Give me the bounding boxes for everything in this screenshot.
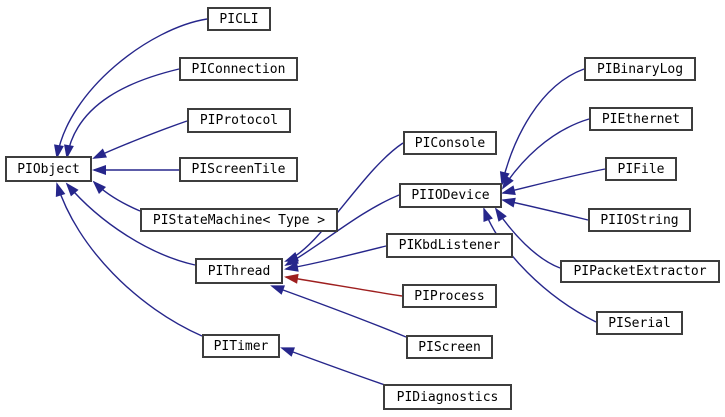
node-piconnection[interactable]: PIConnection <box>179 57 298 81</box>
edge-pibinarylog-piiodevice-public-inheritance <box>501 68 585 185</box>
arrowhead-icon-piprotocol-piobject <box>92 148 107 159</box>
arrowhead-icon-piethernet-piiodevice <box>501 175 514 190</box>
node-pistatemachine[interactable]: PIStateMachine< Type > <box>140 208 338 232</box>
edge-piserial-piiodevice-public-inheritance <box>483 208 597 323</box>
arrowhead-icon-pithread-piobject <box>65 182 79 197</box>
edge-pithread-piobject-public-inheritance <box>66 183 196 266</box>
node-piscreentile[interactable]: PIScreenTile <box>179 157 298 182</box>
edge-piiostring-piiodevice-public-inheritance <box>502 199 589 221</box>
arrowhead-icon-piprocess-pithread <box>284 273 299 284</box>
arrowhead-icon-piserial-piiodevice <box>483 207 493 222</box>
arrowhead-icon-pikbdlistener-pithread <box>284 261 299 272</box>
edge-pifile-piiodevice-public-inheritance <box>502 168 606 194</box>
arrowhead-icon-piscreen-pithread <box>270 285 285 295</box>
arrowhead-icon-piconnection-piobject <box>64 144 74 159</box>
node-picli[interactable]: PICLI <box>207 7 271 31</box>
edge-pikbdlistener-pithread-public-inheritance <box>285 245 387 270</box>
node-piiodevice[interactable]: PIIODevice <box>399 183 502 208</box>
node-piprotocol[interactable]: PIProtocol <box>187 108 291 133</box>
edge-piiodevice-pithread-public-inheritance <box>285 194 400 266</box>
node-pidiagnostics[interactable]: PIDiagnostics <box>383 384 512 410</box>
node-piprocess[interactable]: PIProcess <box>402 284 497 308</box>
node-pipacketextractor[interactable]: PIPacketExtractor <box>560 260 720 283</box>
arrowhead-icon-piscreentile-piobject <box>92 165 106 175</box>
node-pikbdlistener[interactable]: PIKbdListener <box>386 233 513 258</box>
arrowhead-icon-pipacketextractor-piiodevice <box>494 207 507 222</box>
node-pibinarylog[interactable]: PIBinaryLog <box>584 57 696 81</box>
node-piserial[interactable]: PISerial <box>596 311 683 335</box>
edge-pitimer-piobject-public-inheritance <box>56 183 203 337</box>
edge-piconnection-piobject-public-inheritance <box>66 68 180 158</box>
node-pithread[interactable]: PIThread <box>195 258 283 284</box>
node-piobject[interactable]: PIObject <box>5 156 92 182</box>
edge-picli-piobject-public-inheritance <box>56 18 208 158</box>
arrowhead-icon-pistatemachine-piobject <box>92 180 107 195</box>
arrowhead-icon-pidiagnostics-pitimer <box>280 347 295 357</box>
edge-piscreen-pithread-public-inheritance <box>271 285 407 338</box>
node-pifile[interactable]: PIFile <box>605 157 677 181</box>
node-piethernet[interactable]: PIEthernet <box>589 107 693 131</box>
arrowhead-icon-pifile-piiodevice <box>501 185 516 196</box>
edge-piconsole-pithread-public-inheritance <box>285 142 404 262</box>
node-piscreen[interactable]: PIScreen <box>406 335 493 359</box>
arrowhead-icon-piiostring-piiodevice <box>501 197 516 208</box>
edge-piprocess-pithread-private-inheritance <box>285 276 403 297</box>
arrowhead-icon-picli-piobject <box>54 144 64 159</box>
node-piiostring[interactable]: PIIOString <box>588 208 691 232</box>
edge-piethernet-piiodevice-public-inheritance <box>502 118 590 189</box>
edge-piprotocol-piobject-public-inheritance <box>93 120 188 159</box>
arrowhead-icon-pitimer-piobject <box>55 182 66 197</box>
edge-pidiagnostics-pitimer-public-inheritance <box>281 347 386 386</box>
node-piconsole[interactable]: PIConsole <box>403 131 497 155</box>
node-pitimer[interactable]: PITimer <box>202 334 280 358</box>
